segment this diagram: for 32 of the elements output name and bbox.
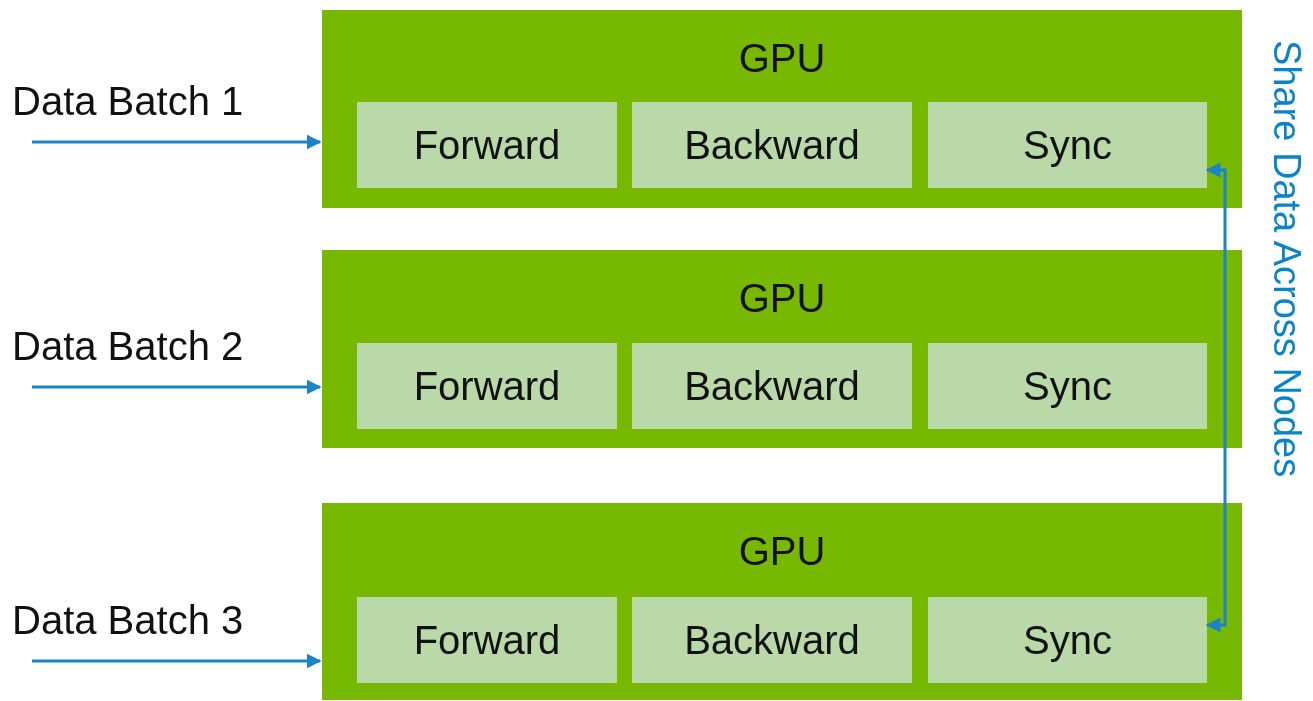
arrow bbox=[32, 134, 322, 150]
stage-label: Forward bbox=[413, 620, 561, 660]
stage-box bbox=[357, 102, 617, 188]
input-label: Data Batch 1 bbox=[12, 81, 244, 121]
stage-label: Sync bbox=[1023, 125, 1112, 165]
stage-box bbox=[357, 343, 617, 429]
stage-label: Sync bbox=[1023, 620, 1112, 660]
stage-label: Backward bbox=[684, 366, 860, 406]
stage-box bbox=[928, 343, 1207, 429]
gpu-panel bbox=[322, 250, 1242, 448]
input-label: Data Batch 2 bbox=[12, 326, 244, 366]
gpu-title: GPU bbox=[738, 38, 826, 78]
stage-box bbox=[928, 102, 1207, 188]
gpu-panel bbox=[322, 503, 1242, 700]
input-label: Data Batch 3 bbox=[12, 600, 244, 640]
arrow bbox=[1205, 162, 1227, 633]
stage-box bbox=[632, 102, 912, 188]
stage-label: Backward bbox=[684, 620, 860, 660]
stage-label: Backward bbox=[684, 125, 860, 165]
gpu-title: GPU bbox=[738, 278, 826, 318]
stage-label: Forward bbox=[413, 125, 561, 165]
stage-label: Forward bbox=[413, 366, 561, 406]
gpu-panel bbox=[322, 10, 1242, 208]
stage-box bbox=[928, 597, 1207, 683]
side-label: Share Data Across Nodes bbox=[1268, 40, 1306, 478]
arrow bbox=[32, 379, 322, 395]
stage-label: Sync bbox=[1023, 366, 1112, 406]
gpu-title: GPU bbox=[738, 531, 826, 571]
arrow bbox=[32, 653, 322, 669]
stage-box bbox=[632, 597, 912, 683]
stage-box bbox=[357, 597, 617, 683]
stage-box bbox=[632, 343, 912, 429]
